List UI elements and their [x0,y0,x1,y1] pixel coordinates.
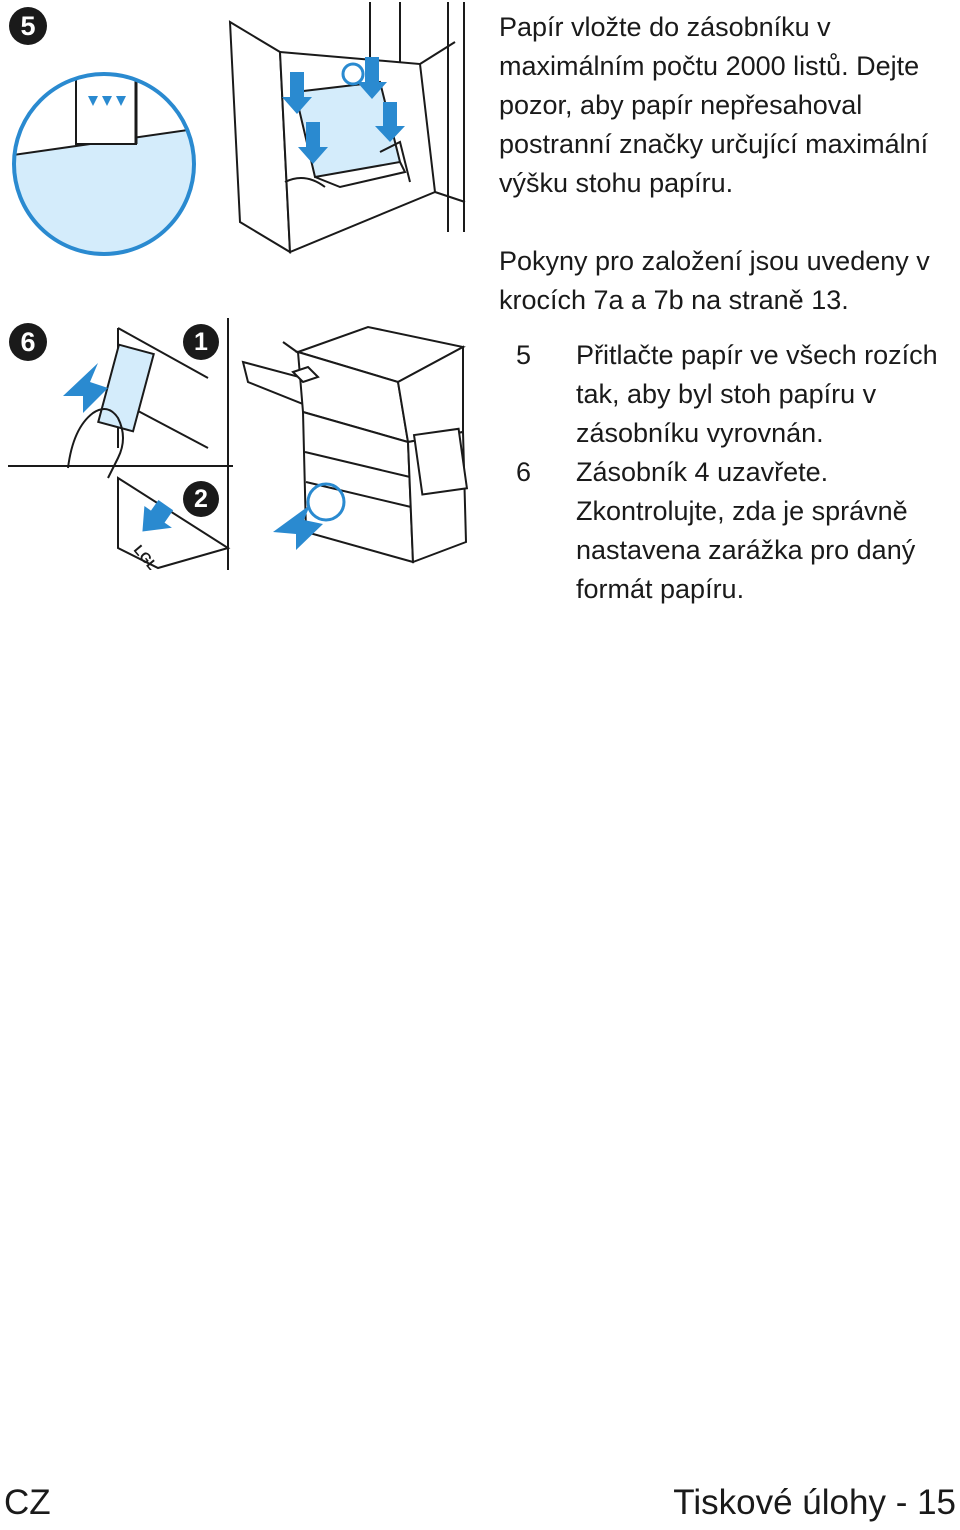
instructions-paragraph: Pokyny pro založení jsou uvedeny v krocí… [499,246,930,315]
max-height-detail-illustration [12,72,196,256]
step-text: Zásobník 4 uzavřete. Zkontrolujte, zda j… [576,457,916,604]
step-number: 5 [516,340,532,370]
callout-2: 2 [183,481,219,517]
printer-illustration [241,325,469,564]
size-dial-illustration: LGL [8,318,233,570]
footer-page-title: Tiskové úlohy - 15 [673,1483,956,1522]
step-item: 6 Zásobník 4 uzavřete. Zkontrolujte, zda… [516,453,956,609]
steps-list: 5 Přitlačte papír ve všech rozích tak, a… [516,336,956,609]
step-text: Přitlačte papír ve všech rozích tak, aby… [576,340,938,448]
step-item: 5 Přitlačte papír ve všech rozích tak, a… [516,336,956,453]
step-5-badge: 5 [9,7,47,45]
tray-paper-illustration [228,2,466,254]
footer-language: CZ [4,1483,51,1522]
step-number: 6 [516,457,532,487]
step-6-badge: 6 [9,323,47,361]
step5-paragraph: Papír vložte do zásobníku v maximálním p… [499,12,929,198]
callout-1: 1 [183,324,219,360]
